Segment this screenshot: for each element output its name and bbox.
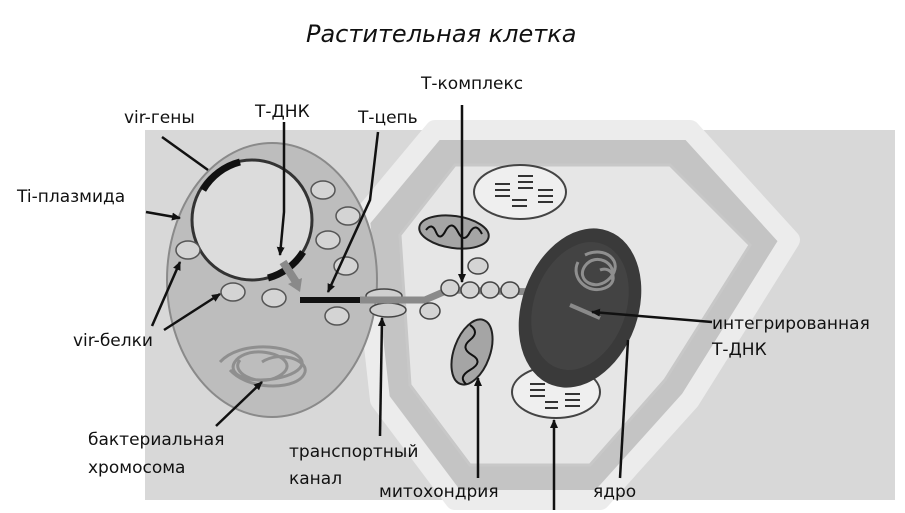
- label-vir-proteins: vir-белки: [73, 331, 153, 351]
- label-ti-plasmid: Ti-плазмида: [17, 187, 126, 207]
- label-bacterial-chromosome-line2: хромосома: [88, 458, 186, 478]
- mitochondrion-top: [418, 214, 490, 250]
- label-integrated-tdna-line1: интегрированная: [712, 314, 870, 334]
- label-nucleus: ядро: [593, 482, 637, 502]
- label-t-strand: Т-цепь: [358, 108, 418, 128]
- label-transport-channel-line2: канал: [289, 469, 343, 489]
- pointer-lines: [145, 105, 713, 510]
- chloroplast-top: [473, 164, 567, 220]
- label-vir-genes: vir-гены: [124, 108, 195, 128]
- vir-genes-region: [199, 158, 241, 192]
- plant-chromosome: [574, 250, 617, 292]
- mitochondrion-bottom: [450, 318, 494, 386]
- nucleus: [518, 228, 642, 388]
- t-dna-excision-arrow: [279, 259, 300, 285]
- vir-proteins: [175, 180, 361, 326]
- t-complex: [419, 257, 520, 320]
- label-bacterial-chromosome-line1: бактериальная: [88, 430, 225, 450]
- label-t-complex: Т-комплекс: [421, 74, 524, 94]
- diagram-title: Растительная клетка: [306, 20, 577, 48]
- bacterial-chromosome: [218, 345, 307, 388]
- label-t-dna: Т-ДНК: [255, 102, 310, 122]
- label-integrated-tdna-line2: Т-ДНК: [712, 340, 767, 360]
- label-mitochondrion: митохондрия: [379, 482, 499, 502]
- t-dna-excision-arrowhead: [288, 278, 302, 292]
- label-transport-channel-line1: транспортный: [289, 442, 419, 462]
